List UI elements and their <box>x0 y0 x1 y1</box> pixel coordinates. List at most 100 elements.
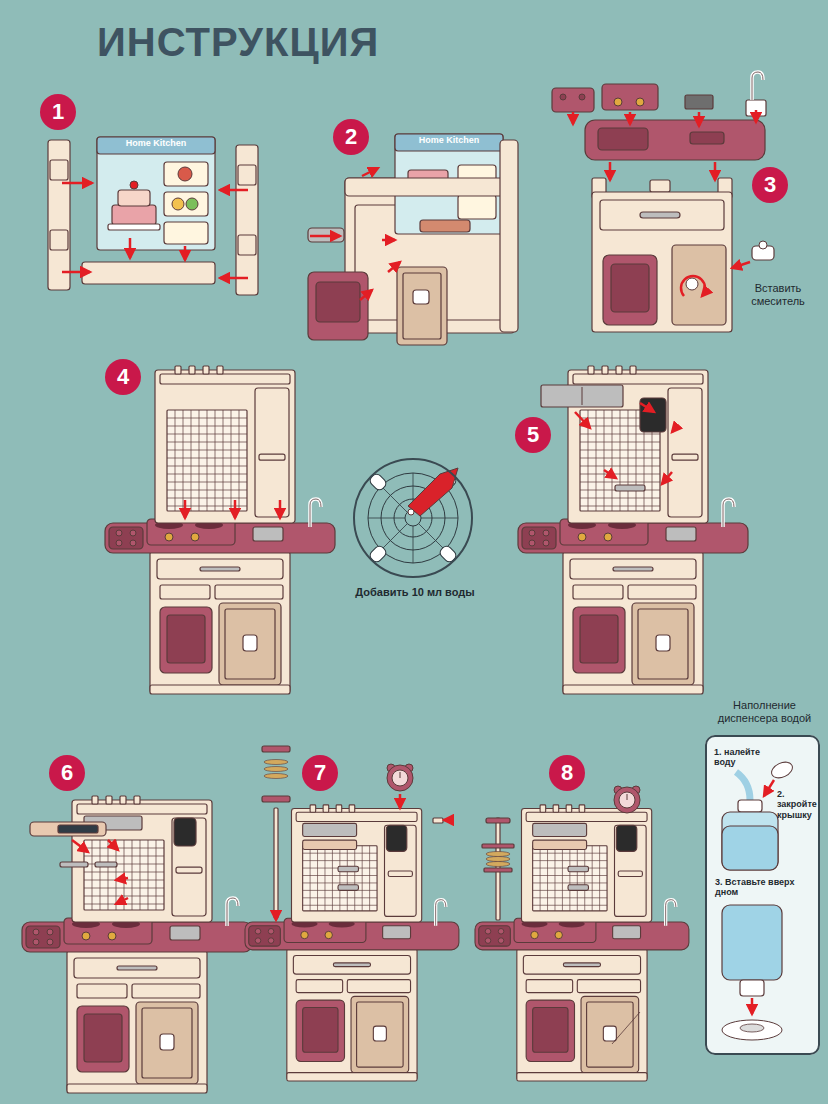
side-column <box>255 388 289 517</box>
grid-line <box>215 410 216 511</box>
grid-rack <box>84 840 164 910</box>
grid-line <box>156 840 157 910</box>
grid-line <box>303 875 377 876</box>
grid-line <box>167 442 247 443</box>
poster-title: Home Kitchen <box>397 135 501 146</box>
cabinet-body <box>67 950 207 1092</box>
oven-window <box>84 1014 122 1062</box>
hook-bar <box>95 862 117 867</box>
pole-shelf <box>262 796 290 802</box>
cabinet-body <box>150 551 290 693</box>
grid-line <box>580 506 660 507</box>
fridge-panel <box>403 273 441 339</box>
grid-line <box>239 410 240 511</box>
assembly-arrow <box>764 780 774 796</box>
grid-line <box>310 846 311 911</box>
dispenser-tap <box>413 290 429 304</box>
water-bottle <box>408 468 458 516</box>
step-number: 7 <box>302 755 338 791</box>
shelf <box>526 980 573 993</box>
hood <box>303 840 357 849</box>
hook <box>134 796 140 804</box>
grid-line <box>108 840 109 910</box>
step-number: 2 <box>333 119 369 155</box>
bottle-neck <box>738 800 762 812</box>
hook <box>433 818 443 823</box>
plate-rack <box>552 88 594 112</box>
grid-line <box>596 410 597 511</box>
spice-disc <box>264 767 288 772</box>
grid-line <box>116 840 117 910</box>
sink <box>613 926 641 939</box>
hook <box>92 796 98 804</box>
step-6-figure <box>22 796 252 1093</box>
dispenser-tap <box>160 1034 174 1050</box>
assembly-arrow <box>62 182 92 185</box>
grid-line <box>580 442 660 443</box>
plinth <box>67 1084 207 1093</box>
drawer <box>570 559 696 579</box>
assembly-arrow <box>575 412 590 428</box>
cabinet-body <box>592 192 732 332</box>
grey-shelf <box>308 228 344 242</box>
sink-recess <box>690 132 724 144</box>
hook <box>602 366 608 374</box>
side-column <box>172 818 206 916</box>
plate <box>498 938 504 944</box>
note-text: Добавить 10 мл воды <box>325 586 505 599</box>
drawer-handle <box>563 963 600 967</box>
side-shelf <box>388 871 412 877</box>
plate <box>130 540 136 546</box>
hood <box>30 822 106 836</box>
plate-rack <box>249 926 281 946</box>
clock-face <box>392 770 408 786</box>
assembly-arrow <box>360 290 372 300</box>
grid-line <box>592 846 593 911</box>
step-number: 4 <box>105 359 141 395</box>
step-badge: 3 <box>752 167 788 203</box>
bottle-cap <box>769 759 795 781</box>
assembly-arrow <box>572 112 575 124</box>
assembly-arrow <box>604 470 616 478</box>
fruit <box>186 198 198 210</box>
drawer <box>157 559 283 579</box>
plate <box>560 94 566 100</box>
assembly-arrow <box>310 235 340 238</box>
water-inset-figure <box>368 468 458 564</box>
side-frame <box>500 140 518 332</box>
grid-line <box>148 840 149 910</box>
plate <box>529 540 535 546</box>
oven-window <box>611 264 649 312</box>
oven-window <box>533 1008 568 1053</box>
grid-line <box>577 846 578 911</box>
water <box>722 826 778 870</box>
step-badge: 2 <box>333 119 369 155</box>
plinth <box>563 685 703 694</box>
hook-bar <box>338 885 358 891</box>
plate <box>579 94 585 100</box>
plinth <box>517 1073 647 1081</box>
fridge-panel <box>225 609 275 679</box>
grid-line <box>84 872 164 873</box>
knob <box>82 932 90 940</box>
side-shelf <box>176 867 202 873</box>
drawer-handle <box>640 212 680 218</box>
top-rail <box>573 374 703 384</box>
shelf <box>77 984 127 998</box>
oven-door <box>160 607 212 673</box>
sink <box>666 527 696 541</box>
hook <box>203 366 209 374</box>
cake-tier <box>118 190 150 206</box>
plate-rack <box>479 926 511 946</box>
grid-line <box>362 846 363 911</box>
fridge-door <box>397 267 447 345</box>
step-badge: 8 <box>549 755 585 791</box>
grid-rack <box>303 846 377 911</box>
plate <box>485 938 491 944</box>
food-card <box>164 222 208 244</box>
turntable-spoke <box>368 518 405 519</box>
assembly-arrow <box>698 112 701 126</box>
dispenser-hole <box>740 1024 764 1032</box>
faucet <box>752 72 763 100</box>
